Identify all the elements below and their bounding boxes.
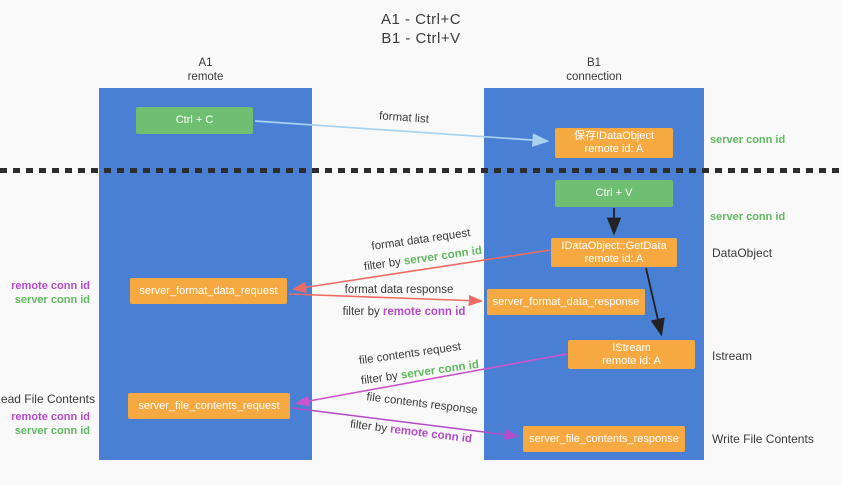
lane-header-a1: A1 remote	[99, 56, 312, 84]
server-conn-id-text: server conn id	[400, 358, 480, 382]
node-istream-line1: IStream	[612, 341, 651, 354]
node-idataobject-getdata: IDataObject::GetData remote id: A	[551, 238, 677, 267]
server-conn-id-text: server conn id	[403, 244, 483, 268]
filter-by-text: filter by	[342, 306, 383, 318]
lane-header-b1: B1 connection	[484, 56, 704, 84]
label-format-data-response-filter: filter by remote conn id	[343, 306, 466, 318]
right-server-conn-id-mid: server conn id	[710, 211, 786, 223]
filter-by-text: filter by	[349, 418, 391, 436]
node-server-file-contents-response: server_file_contents_response	[523, 426, 685, 452]
left-remote-conn-id-top: remote conn id	[11, 280, 90, 292]
node-ctrl-v-label: Ctrl + V	[595, 187, 633, 199]
left-server-conn-id-top: server conn id	[14, 294, 90, 306]
node-save-idataobject-line1: 保存IDataObject	[573, 130, 655, 142]
lane-b1-name: B1	[586, 57, 602, 69]
remote-conn-id-text: remote conn id	[389, 423, 473, 446]
node-server-format-data-response: server_format_data_response	[487, 289, 645, 315]
left-conn-id-pair-bottom: remote conn id server conn id	[11, 410, 90, 438]
node-ctrl-v: Ctrl + V	[555, 180, 673, 207]
right-server-conn-id-top: server conn id	[710, 134, 786, 146]
label-format-data-response: format data response	[344, 284, 454, 296]
node-save-idataobject: 保存IDataObject remote id: A	[555, 128, 673, 158]
node-server-format-data-request: server_format_data_request	[130, 278, 287, 304]
left-conn-id-pair-top: remote conn id server conn id	[11, 279, 90, 307]
filter-by-text: filter by	[363, 255, 405, 274]
node-server-file-contents-request: server_file_contents_request	[128, 393, 290, 419]
node-getdata-line1: IDataObject::GetData	[561, 239, 667, 252]
node-istream-line2: remote id: A	[602, 354, 661, 367]
left-server-conn-id-bottom: server conn id	[14, 425, 90, 437]
node-file-response-label: server_file_contents_response	[529, 432, 679, 445]
label-format-list: format list	[378, 110, 430, 126]
lane-a1-name: A1	[198, 57, 213, 69]
dotted-separator	[0, 168, 842, 173]
remote-conn-id-text: remote conn id	[382, 306, 466, 318]
right-istream-label: Istream	[712, 349, 753, 363]
right-dataobject-label: DataObject	[712, 246, 773, 260]
node-file-request-label: server_file_contents_request	[138, 399, 280, 412]
node-save-idataobject-line2: remote id: A	[584, 143, 644, 155]
node-format-request-label: server_format_data_request	[139, 284, 278, 297]
node-ctrl-c-label: Ctrl + C	[175, 114, 214, 126]
node-getdata-line2: remote id: A	[584, 252, 644, 265]
node-ctrl-c: Ctrl + C	[136, 107, 253, 134]
filter-by-text: filter by	[360, 369, 402, 388]
left-read-file-contents-label: Read File Contents	[0, 392, 95, 406]
node-format-response-label: server_format_data_response	[492, 295, 640, 308]
lane-a1-subtitle: remote	[187, 71, 224, 83]
title-line-ctrl-v: B1 - Ctrl+V	[381, 30, 461, 47]
label-file-contents-response: file contents response	[365, 391, 479, 417]
title-line-ctrl-c: A1 - Ctrl+C	[380, 11, 462, 28]
diagram-title: A1 - Ctrl+C B1 - Ctrl+V	[0, 10, 842, 48]
node-istream: IStream remote id: A	[568, 340, 695, 369]
left-remote-conn-id-bottom: remote conn id	[11, 411, 90, 423]
label-file-contents-response-filter: filter by remote conn id	[349, 419, 472, 446]
right-write-file-contents-label: Write File Contents	[712, 432, 814, 446]
lane-b1-subtitle: connection	[566, 71, 622, 83]
